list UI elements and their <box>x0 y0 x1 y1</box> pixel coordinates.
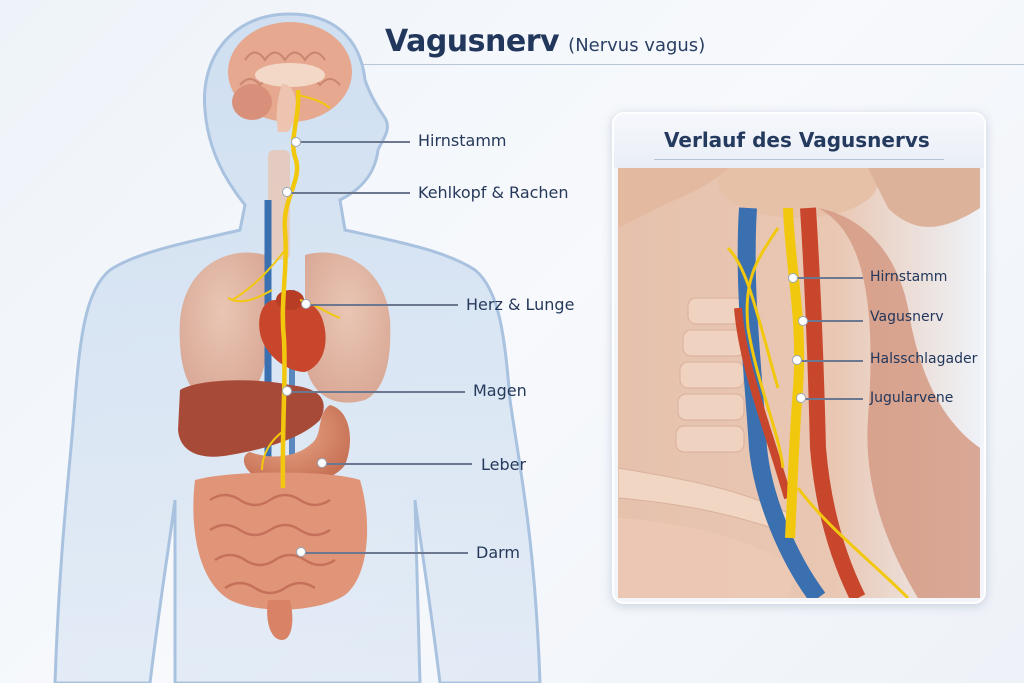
marker-dot <box>291 137 301 147</box>
leader-line <box>287 391 465 393</box>
neck-illustration <box>618 168 980 598</box>
label-panel-hirnstamm: Hirnstamm <box>870 269 948 285</box>
leader-line <box>801 398 863 400</box>
title-subtitle: (Nervus vagus) <box>568 35 706 56</box>
panel-header: Verlauf des Vagusnervs <box>614 114 984 168</box>
label-leber: Leber <box>481 455 527 474</box>
label-panel-jugularvene: Jugularvene <box>870 390 954 406</box>
body-illustration <box>53 12 542 683</box>
liver <box>178 380 324 457</box>
label-darm: Darm <box>476 543 521 562</box>
marker-dot <box>301 299 311 309</box>
lung-right <box>179 252 265 403</box>
label-panel-halsschlagader: Halsschlagader <box>870 351 978 367</box>
label-magen: Magen <box>473 381 527 400</box>
leader-line <box>306 304 458 306</box>
lung-left <box>305 252 391 403</box>
heart <box>259 298 326 372</box>
title-divider <box>360 64 1024 65</box>
skull-base <box>718 168 878 218</box>
leader-line <box>803 320 863 322</box>
label-herz-lunge: Herz & Lunge <box>466 295 575 314</box>
title-main: Vagusnerv <box>385 24 560 59</box>
leader-line <box>793 277 863 279</box>
leader-line <box>287 192 410 194</box>
marker-dot <box>788 273 798 283</box>
leader-line <box>797 360 863 362</box>
page-title: Vagusnerv (Nervus vagus) <box>385 24 705 59</box>
detail-panel: Verlauf des Vagusnervs <box>612 112 986 604</box>
marker-dot <box>798 316 808 326</box>
panel-title: Verlauf des Vagusnervs <box>664 128 930 152</box>
marker-dot <box>296 547 306 557</box>
panel-title-divider <box>654 159 944 160</box>
cervical-vertebrae <box>675 297 749 453</box>
marker-dot <box>796 393 806 403</box>
leader-line <box>301 552 468 554</box>
label-panel-vagusnerv: Vagusnerv <box>870 309 944 325</box>
cerebellum <box>232 84 272 120</box>
marker-dot <box>792 355 802 365</box>
leader-line <box>296 141 410 143</box>
marker-dot <box>282 386 292 396</box>
leader-line <box>322 463 472 465</box>
label-kehlkopf-rachen: Kehlkopf & Rachen <box>418 183 569 202</box>
marker-dot <box>317 458 327 468</box>
intestines <box>193 472 368 610</box>
label-hirnstamm: Hirnstamm <box>418 131 507 150</box>
marker-dot <box>282 187 292 197</box>
jugular-vein <box>737 207 826 598</box>
carotid-artery <box>800 207 866 598</box>
vagus-nerve <box>783 207 805 539</box>
